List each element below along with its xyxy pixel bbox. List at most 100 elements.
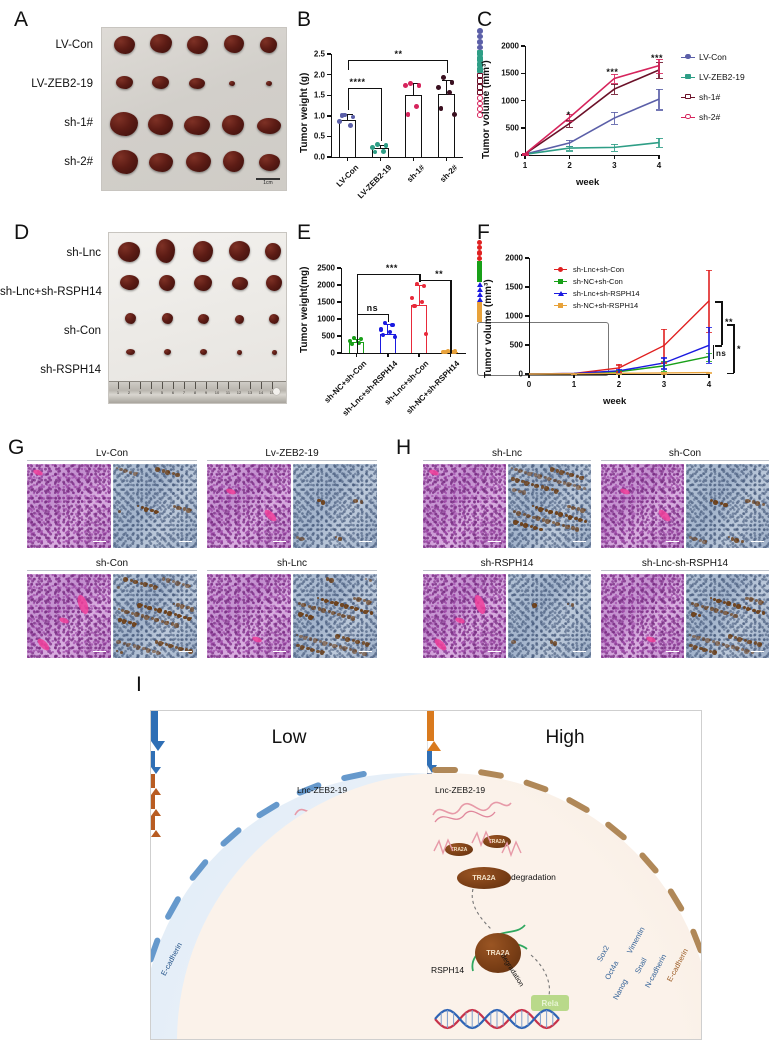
panel-g-ihc-stain-2-62 <box>129 578 133 583</box>
panel-g-ihc-stain-2-16 <box>129 643 132 646</box>
panel-g-ihc-stain-2-7 <box>140 603 143 606</box>
panel-g-he-vessel-3-0 <box>251 635 263 644</box>
panel-h-ihc-stain-0-46 <box>511 477 515 481</box>
panel-h-ihc-scalebar-1 <box>751 540 764 542</box>
panel-g-ihc-stain-2-72 <box>175 581 180 586</box>
panel-h-ihc-stain-3-13 <box>755 599 759 603</box>
panel-h-ihc-stain-3-51 <box>749 607 751 610</box>
panel-g-ihc-stain-3-63 <box>366 610 369 613</box>
panel-b-errorcap-0 <box>342 114 353 116</box>
panel-e-datapoint-0-2 <box>347 338 352 343</box>
panel-g-he-image-1 <box>207 464 291 548</box>
panel-c-legend-marker-2 <box>685 93 691 100</box>
panel-g-ihc-stain-3-53 <box>320 608 326 613</box>
panel-c-legend-label-0: LV-Con <box>699 52 727 62</box>
panel-i-left-lnc-down-arrow <box>151 711 158 741</box>
panel-h-ihc-stain-0-101 <box>574 527 580 532</box>
panel-c-legend-label-3: sh-2# <box>699 112 721 122</box>
panel-h-ihc-stain-0-93 <box>568 525 571 528</box>
panel-b-sig-tick-1b <box>380 88 382 141</box>
panel-g-ihc-stain-3-2 <box>335 634 340 639</box>
panel-g-ihc-stain-0-2 <box>155 467 160 473</box>
panel-g-ihc-stain-2-3 <box>137 603 142 608</box>
panel-g-ihc-stain-2-27 <box>157 608 162 614</box>
panel-c-marker-1-3 <box>477 67 483 73</box>
panel-c-legend-label-2: sh-1# <box>699 92 721 102</box>
panel-f-sig-label-2: * <box>737 343 742 354</box>
panel-g-group-title-1: Lv-ZEB2-19 <box>207 448 377 461</box>
panel-e-xtick-3 <box>449 353 452 357</box>
panel-h-ihc-stain-3-25 <box>690 601 695 606</box>
panel-g-ihc-stain-2-24 <box>135 645 141 650</box>
panel-h-ihc-stain-3-45 <box>707 606 710 609</box>
panel-g-ihc-stain-3-75 <box>301 613 304 616</box>
panel-g-ihc-scalebar-1 <box>359 540 372 542</box>
panel-e-errorbar-1 <box>387 324 389 334</box>
panel-e-datapoint-0-4 <box>349 342 354 347</box>
panel-c-xtick-3 <box>658 155 660 159</box>
panel-b-ytick-4 <box>327 73 331 76</box>
panel-b-xtick-label-2: sh-1# <box>404 163 426 185</box>
panel-h-ihc-stain-0-18 <box>562 471 565 474</box>
panel-letter-H: H <box>396 436 412 459</box>
panel-h-ihc-stain-0-22 <box>565 471 570 476</box>
panel-b-xtick-label-0: LV-Con <box>334 163 360 189</box>
panel-c-x-axis-title: week <box>576 177 600 188</box>
panel-g-ihc-stain-0-8 <box>122 468 128 474</box>
panel-b-ytick-2 <box>327 115 331 117</box>
panel-a-scale-bar: 1cm <box>256 177 280 187</box>
panel-h-ihc-stain-0-78 <box>537 484 540 487</box>
panel-g-ihc-stain-2-19 <box>150 606 153 609</box>
panel-f-errorcap-top-0-2 <box>616 364 622 366</box>
panel-g-ihc-stain-2-22 <box>171 644 174 647</box>
panel-g-ihc-stain-3-81 <box>344 614 347 617</box>
panel-f-errorcap-top-3-3 <box>661 372 667 374</box>
panel-f-sig-bracket-ns <box>713 345 715 360</box>
panel-g-ihc-stain-0-11 <box>143 506 149 512</box>
panel-e-datapoint-1-2 <box>378 327 384 332</box>
panel-h-ihc-stain-0-84 <box>579 485 582 488</box>
panel-g-ihc-stain-3-34 <box>361 641 365 645</box>
panel-b-ytick-label-3: 1.5 <box>313 90 325 100</box>
panel-h-ihc-stain-0-3 <box>531 505 534 508</box>
panel-h-he-scalebar-0 <box>488 540 501 542</box>
panel-e-ytick-4 <box>337 284 341 286</box>
panel-g-ihc-stain-3-12 <box>305 636 308 639</box>
panel-i-left-up-arrow-1 <box>151 795 155 809</box>
panel-c-xtick-label-2: 3 <box>612 161 617 170</box>
panel-h-ihc-stain-3-12 <box>698 636 701 639</box>
panel-h-ihc-stain-1-2 <box>727 536 730 539</box>
panel-g-ihc-stain-2-64 <box>168 579 171 582</box>
panel-c-errorbar-3-1 <box>569 114 571 121</box>
panel-b-ytick-5 <box>327 53 331 55</box>
panel-g-ihc-stain-2-21 <box>189 607 195 612</box>
panel-h-ihc-stain-0-81 <box>558 522 561 525</box>
panel-g-ihc-stain-2-88 <box>188 584 191 587</box>
panel-e-datapoint-3-0 <box>445 348 450 354</box>
panel-h-ihc-stain-1-0 <box>689 535 693 540</box>
panel-h-ihc-stain-3-6 <box>730 635 733 638</box>
panel-g-ihc-stain-3-82 <box>326 577 330 581</box>
panel-c-errorcap-bot-3-2 <box>610 82 618 84</box>
panel-g-ihc-stain-2-43 <box>170 612 173 615</box>
panel-g-ihc-stain-3-86 <box>329 578 335 583</box>
panel-g-ihc-stain-3-64 <box>348 648 353 652</box>
panel-g-ihc-stain-3-48 <box>335 644 338 647</box>
panel-h-ihc-stain-0-80 <box>576 485 581 490</box>
panel-b-ytick-1 <box>327 135 331 138</box>
panel-h-ihc-stain-3-21 <box>761 601 764 603</box>
panel-c-errorcap-top-3-1 <box>566 114 574 116</box>
panel-e-errorcap-1 <box>383 324 392 326</box>
panel-c-errorbar-0-2 <box>613 112 615 125</box>
panel-b-bar-1 <box>371 148 390 157</box>
panel-g-ihc-stain-2-11 <box>143 604 148 609</box>
panel-letter-E: E <box>297 221 312 244</box>
panel-g-ihc-stain-3-29 <box>301 602 306 608</box>
panel-c-errorcap-bot-0-2 <box>610 124 618 126</box>
panel-g-he-image-2 <box>27 574 111 658</box>
panel-e-datapoint-0-3 <box>357 340 362 345</box>
panel-b-ytick-0 <box>327 156 331 158</box>
panel-g-ihc-stain-3-65 <box>330 610 336 616</box>
panel-c-xtick-2 <box>613 155 616 159</box>
